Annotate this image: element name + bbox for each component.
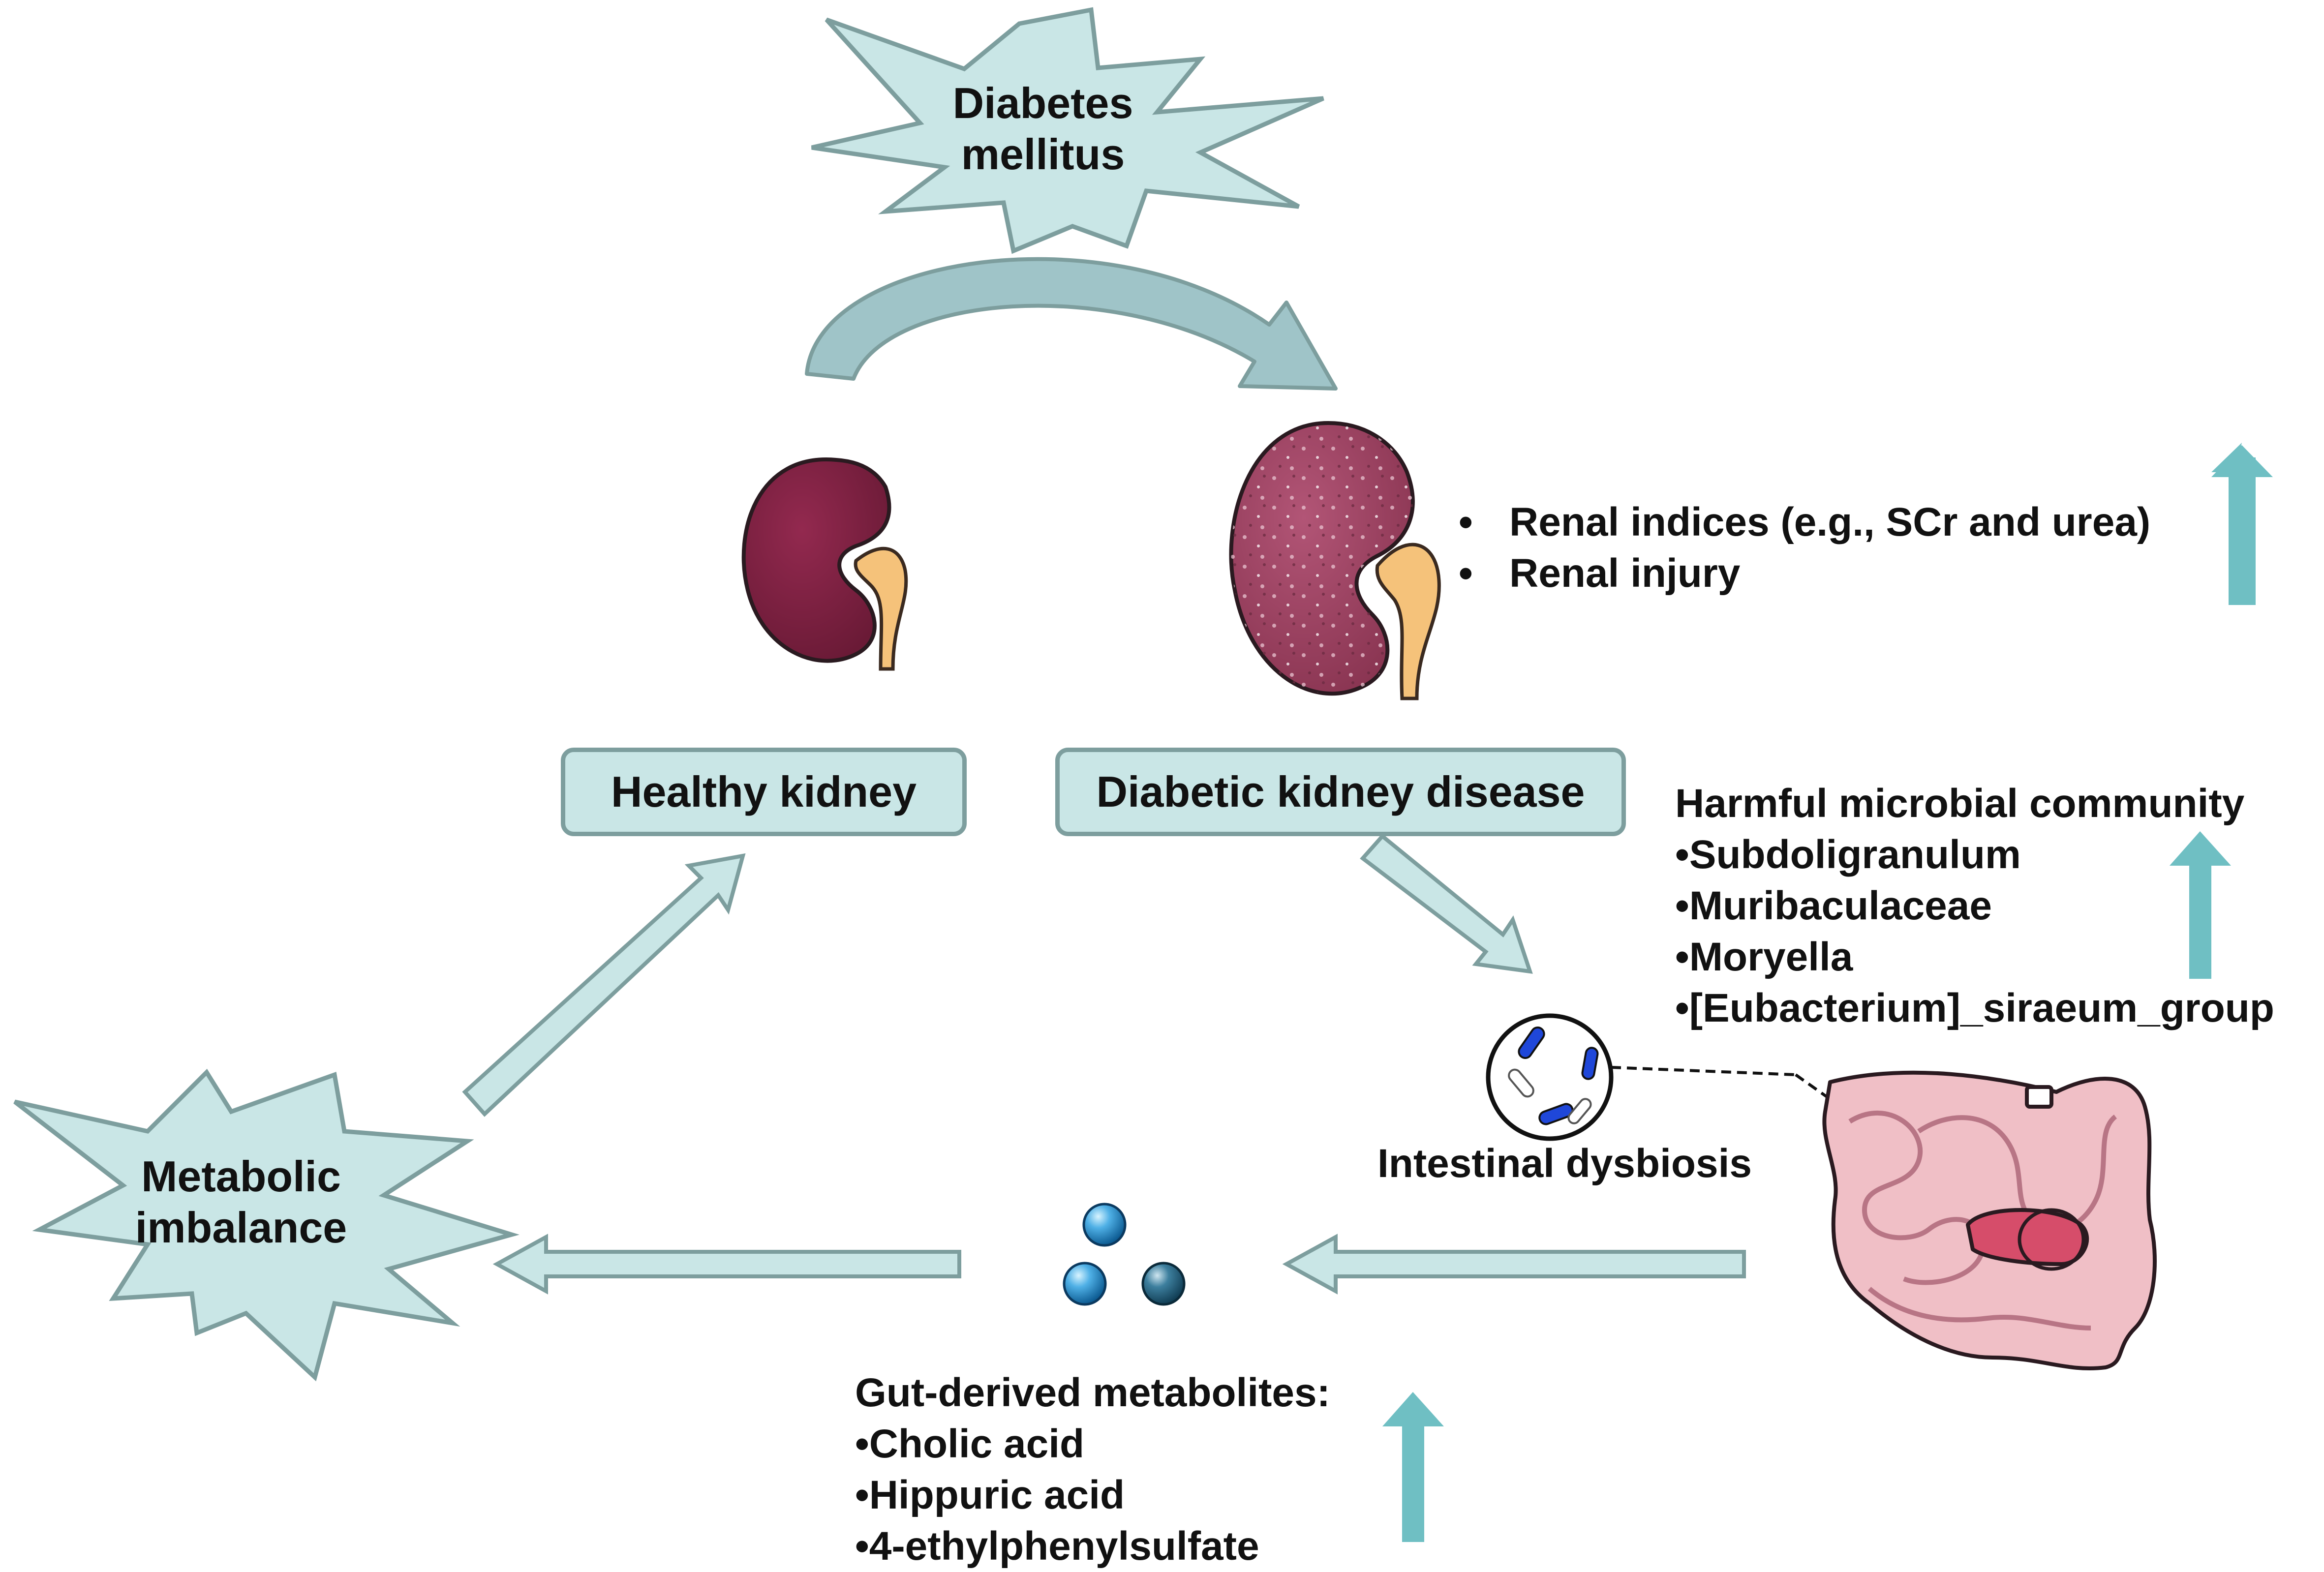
increase-arrow-metabolites [1382,1392,1444,1542]
arrow-dkd-to-dysbiosis [1360,833,1533,974]
renal-item-text: Renal indices (e.g., SCr and urea) [1509,500,2151,544]
metabolite-spheres-icon [1063,1203,1186,1306]
renal-item: • Renal indices (e.g., SCr and urea) [1459,497,2150,548]
metabolites-list: Gut-derived metabolites: •Cholic acid •H… [855,1367,1330,1572]
renal-item: • Renal injury [1459,548,2150,599]
arrow-metabolites-to-metabolic [492,1234,961,1295]
diabetes-burst-shape [811,7,1324,254]
healthy-kidney-icon [741,457,908,671]
arrow-intestine-to-metabolites [1282,1234,1746,1295]
renal-bullet: • [1459,551,1473,596]
metabolic-label: Metabolic imbalance [123,1151,359,1253]
increase-arrow-microbes [2170,831,2231,979]
healthy-kidney-box: Healthy kidney [561,748,967,836]
diabetes-label-line2: mellitus [961,130,1125,179]
arrow-metabolic-to-healthy-kidney [462,853,746,1117]
increase-arrow-renal [2211,443,2273,605]
metabolite-item: •4-ethylphenylsulfate [855,1524,1259,1569]
bacteria-icon [1486,1013,1614,1141]
dkd-label: Diabetic kidney disease [1096,767,1585,816]
renal-item-text: Renal injury [1509,551,1741,596]
metabolites-title: Gut-derived metabolites: [855,1370,1330,1415]
dashed-connector [1611,1066,1796,1076]
metabolic-label-line2: imbalance [135,1203,347,1252]
renal-list: • Renal indices (e.g., SCr and urea) • Ren… [1459,497,2150,599]
microbe-item: •Subdoligranulum [1675,832,2021,877]
microbes-list: Harmful microbial community •Subdoligran… [1675,778,2274,1034]
intestine-icon [1822,1070,2157,1371]
diseased-kidney-icon [1229,421,1441,700]
dkd-box: Diabetic kidney disease [1055,748,1626,836]
metabolite-item: •Hippuric acid [855,1473,1125,1517]
metabolite-item: •Cholic acid [855,1421,1085,1466]
metabolic-burst-shape [13,1068,520,1382]
microbe-item: •Muribaculaceae [1675,883,1992,928]
microbe-item: •[Eubacterium]_siraeum_group [1675,986,2274,1030]
curved-arrow-diabetes-to-dkd [805,257,1338,391]
healthy-kidney-label: Healthy kidney [611,767,917,816]
dysbiosis-label: Intestinal dysbiosis [1377,1141,1752,1186]
microbes-title: Harmful microbial community [1675,781,2245,826]
metabolic-label-line1: Metabolic [141,1152,341,1201]
renal-bullet: • [1459,500,1473,544]
diabetes-label-line1: Diabetes [952,79,1133,127]
diabetes-label: Diabetes mellitus [913,78,1173,180]
microbe-item: •Moryella [1675,935,1853,979]
